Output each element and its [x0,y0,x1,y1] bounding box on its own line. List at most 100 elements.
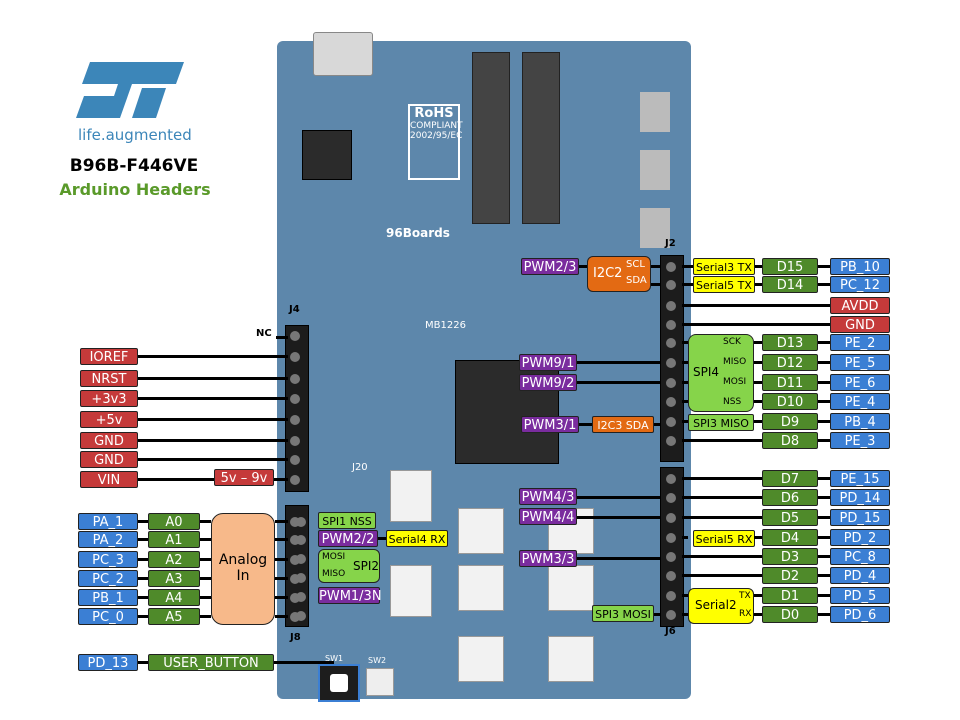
serial5-rx-label: Serial5 RX [693,530,755,547]
pin-wire [818,400,830,403]
pin-wire [579,423,592,426]
grove-connector [548,565,594,611]
pin-wire [138,439,288,442]
analog-pin-label: A5 [148,608,200,625]
digital-port-label: PD_2 [830,529,890,546]
digital-port-label: PD_5 [830,587,890,604]
header-pin [666,417,676,427]
digital-port-label: PB_10 [830,258,890,275]
power-pin-label: GND [830,316,890,333]
pin-wire [200,538,211,541]
grove-connector [458,508,504,554]
header-pin [296,517,306,527]
spi2-title: SPI2 [353,559,380,573]
pin-wire [754,594,762,597]
pin-wire [818,496,830,499]
serial5-tx-label: Serial5 TX [693,276,755,293]
pin-wire [577,557,660,560]
pin-wire [818,420,830,423]
digital-pin-label: D13 [762,334,818,351]
digital-pin-label: D12 [762,354,818,371]
header-pin [666,571,676,581]
header-pin [666,591,676,601]
digital-pin-label: D6 [762,489,818,506]
pin-wire [577,381,660,384]
grove-connector [390,470,432,522]
pin-wire [818,283,830,286]
pin-wire [818,477,830,480]
digital-port-label: PC_12 [830,276,890,293]
pin-wire [200,577,211,580]
spi4-title: SPI4 [693,365,720,379]
header-j6 [660,467,684,627]
power-pin-label: GND [80,451,138,468]
pin-wire [754,536,762,539]
pin-wire [818,516,830,519]
pin-wire [754,420,762,423]
serial4-rx-label: Serial4 RX [386,530,448,547]
header-pin [290,574,300,584]
header-pin [290,394,300,404]
spi4-mosi: MOSI [723,377,747,387]
spi2-miso: MISO [322,569,346,579]
pin-wire [138,577,148,580]
digital-pin-label: D9 [762,413,818,430]
pin-wire [682,361,688,364]
digital-port-label: PB_4 [830,413,890,430]
header-pin [296,592,306,602]
header-pin [666,552,676,562]
serial2-rx: RX [739,609,752,619]
pwm1-3n-label: PWM1/3N [318,587,382,604]
st-logo [72,60,186,122]
board-subtitle: Arduino Headers [59,180,211,199]
pin-wire [682,400,688,403]
analog-port-label: PC_0 [78,608,138,625]
pwm3-1-label: PWM3/1 [521,416,579,433]
pin-wire [682,574,762,577]
pin-wire [682,283,693,286]
pin-wire [275,577,288,580]
power-pin-label: NRST [80,370,138,387]
pin-wire [682,304,830,307]
digital-pin-label: D11 [762,374,818,391]
spi4-miso: MISO [723,357,747,367]
pin-wire [818,439,830,442]
spi4-sck: SCK [723,337,741,347]
rohs-text: RoHS [414,106,454,121]
header-pin [666,358,676,368]
silk-model: MB1226 [425,320,466,331]
digital-port-label: PE_15 [830,470,890,487]
pin-wire [138,538,148,541]
silk-sw2: SW2 [368,656,387,665]
digital-port-label: PD_14 [830,489,890,506]
user-button-wire [274,661,334,664]
header-pin [666,301,676,311]
digital-port-label: PD_15 [830,509,890,526]
serial3-tx-label: Serial3 TX [693,258,755,275]
header-j2-label: J2 [665,238,676,249]
header-pin [290,593,300,603]
pin-wire [654,423,660,426]
dip-switch-2 [640,150,670,190]
spi4-nss: NSS [723,397,742,407]
pin-wire [754,381,762,384]
grove-connector [548,636,594,682]
rohs-compliant: COMPLIANT [410,121,463,131]
user-button-port: PD_13 [78,654,138,671]
pin-wire [654,613,660,616]
digital-port-label: PE_3 [830,432,890,449]
pin-wire [138,458,288,461]
header-pin [290,517,300,527]
usb-connector [313,32,373,76]
pin-wire [138,596,148,599]
pin-wire [682,341,688,344]
header-pin [290,612,300,622]
header-j4 [285,325,309,492]
header-pin [290,415,300,425]
pin-wire [138,558,148,561]
header-pin [666,533,676,543]
pin-wire [754,361,762,364]
board-connector-j17 [522,52,560,224]
pin-wire [818,381,830,384]
pin-wire [577,361,660,364]
